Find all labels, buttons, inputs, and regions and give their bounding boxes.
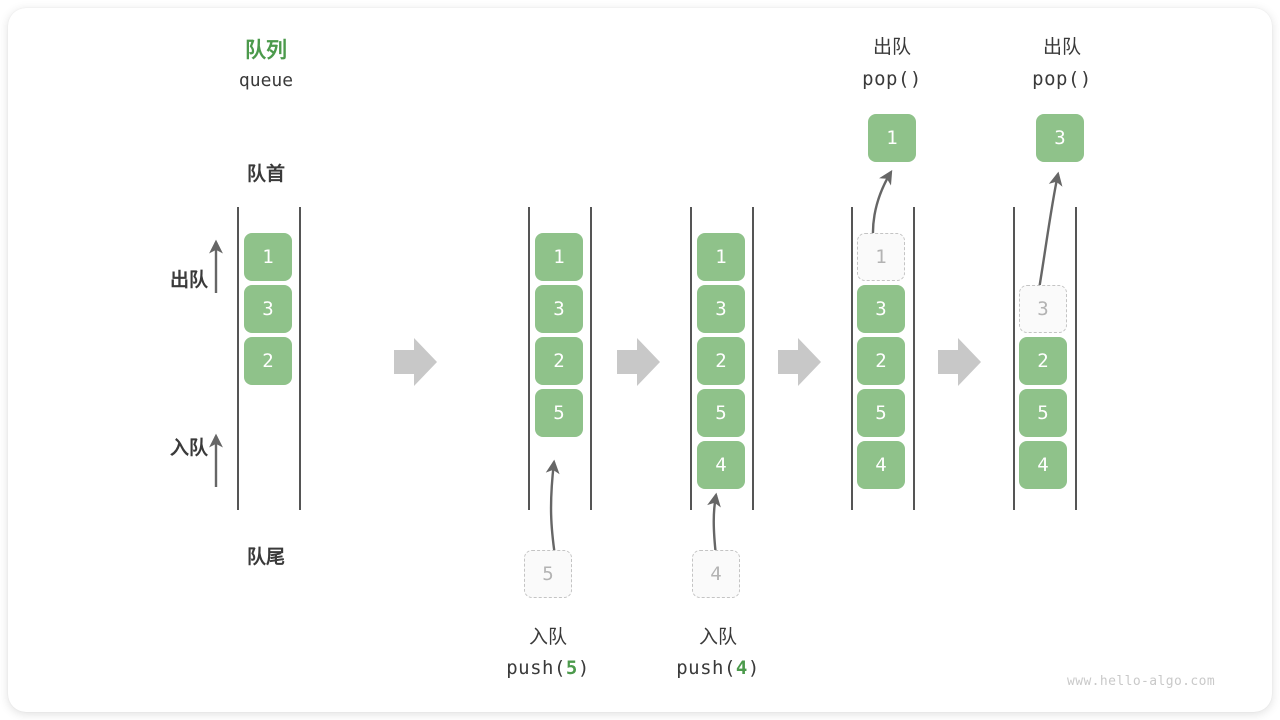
queue-cell: 2 xyxy=(535,337,583,385)
popped-cell: 3 xyxy=(1036,114,1084,162)
code-suffix: ) xyxy=(577,657,590,679)
queue-rail-left xyxy=(1013,207,1015,510)
queue-cell: 3 xyxy=(244,285,292,333)
queue-cell: 1 xyxy=(535,233,583,281)
queue-cell: 4 xyxy=(1019,441,1067,489)
dequeue-label: 出队 xyxy=(169,270,208,291)
queue-rail-right xyxy=(299,207,301,510)
incoming-cell: 5 xyxy=(524,550,572,598)
pop-3-caption-code: pop() xyxy=(1032,68,1092,90)
queue-cell: 3 xyxy=(697,285,745,333)
queue-rail-left xyxy=(851,207,853,510)
front-label: 队首 xyxy=(246,164,285,185)
push-4-caption-cn: 入队 xyxy=(698,627,737,648)
incoming-cell: 4 xyxy=(692,550,740,598)
queue-rail-left xyxy=(237,207,239,510)
queue-cell: 5 xyxy=(1019,389,1067,437)
watermark: www.hello-algo.com xyxy=(1067,674,1216,689)
queue-cell: 3 xyxy=(1019,285,1067,333)
queue-cell: 5 xyxy=(857,389,905,437)
queue-rail-left xyxy=(528,207,530,510)
queue-title-en: queue xyxy=(238,70,294,91)
queue-cell: 4 xyxy=(857,441,905,489)
queue-cell: 5 xyxy=(535,389,583,437)
queue-cell: 4 xyxy=(697,441,745,489)
queue-rail-right xyxy=(752,207,754,510)
enqueue-label: 入队 xyxy=(169,438,208,459)
code-prefix: push( xyxy=(676,657,736,679)
popped-cell: 1 xyxy=(868,114,916,162)
code-value: 5 xyxy=(565,657,578,679)
queue-cell: 3 xyxy=(535,285,583,333)
rear-label: 队尾 xyxy=(246,547,285,568)
push-5-caption-cn: 入队 xyxy=(528,627,567,648)
code-suffix: ) xyxy=(747,657,760,679)
queue-cell: 3 xyxy=(857,285,905,333)
pop-1-caption-code: pop() xyxy=(862,68,922,90)
queue-cell: 1 xyxy=(857,233,905,281)
queue-rail-right xyxy=(913,207,915,510)
queue-cell: 2 xyxy=(1019,337,1067,385)
queue-title-cn: 队列 xyxy=(245,39,287,62)
queue-rail-left xyxy=(690,207,692,510)
queue-cell: 2 xyxy=(857,337,905,385)
queue-cell: 2 xyxy=(697,337,745,385)
queue-cell: 1 xyxy=(697,233,745,281)
code-prefix: push( xyxy=(506,657,566,679)
pop-3-caption-cn: 出队 xyxy=(1042,37,1081,58)
queue-cell: 2 xyxy=(244,337,292,385)
queue-cell: 5 xyxy=(697,389,745,437)
pop-1-caption-cn: 出队 xyxy=(872,37,911,58)
push-5-caption-code: push(5) xyxy=(488,657,608,679)
diagram-card xyxy=(8,8,1272,712)
queue-cell: 1 xyxy=(244,233,292,281)
push-4-caption-code: push(4) xyxy=(658,657,778,679)
queue-rail-right xyxy=(1075,207,1077,510)
queue-rail-right xyxy=(590,207,592,510)
code-value: 4 xyxy=(735,657,748,679)
